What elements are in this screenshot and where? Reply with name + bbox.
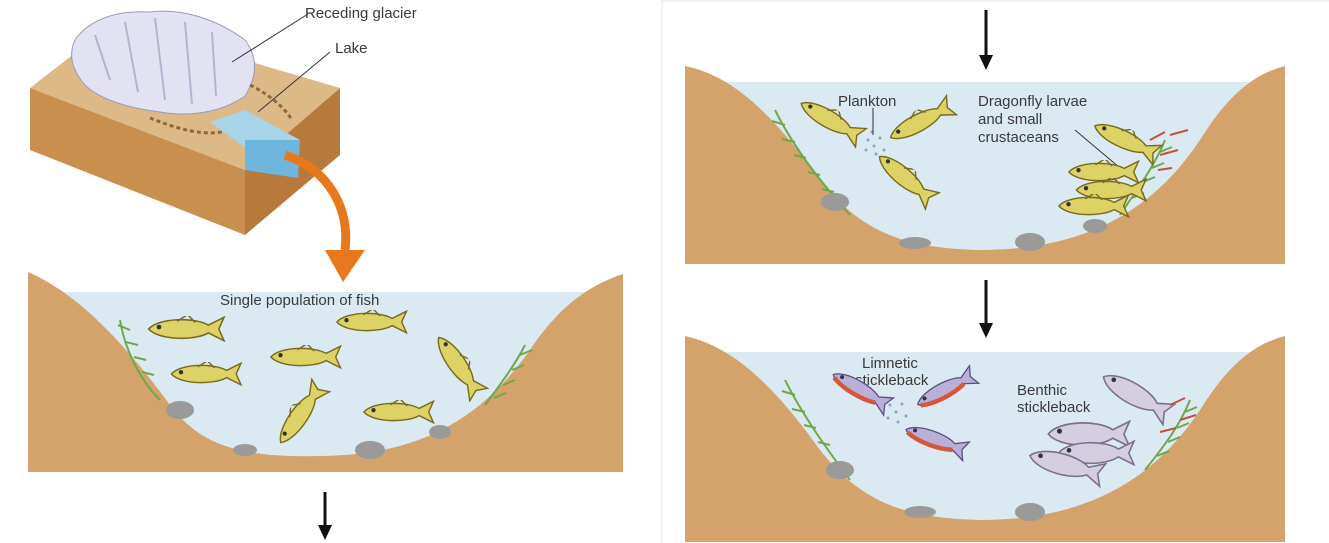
orange-arrow-head [325, 250, 365, 282]
lake-basin-earth [685, 336, 1285, 542]
down-arrow-top-right [979, 10, 993, 70]
plants-right [1119, 139, 1173, 216]
ground-front-face [30, 88, 245, 235]
down-arrow-left [318, 492, 332, 540]
plankton-label: Plankton [838, 93, 896, 110]
dragonfly-label-line2: and small [978, 111, 1042, 128]
lake-panel-resources: Plankton Dragonfly larvae and small crus… [685, 66, 1285, 264]
lake-label: Lake [335, 40, 368, 57]
rock [1015, 233, 1045, 251]
limnetic-label-line1: Limnetic [862, 355, 918, 372]
dragonfly-label-line1: Dragonfly larvae [978, 93, 1087, 110]
rock [826, 461, 854, 479]
rock [821, 193, 849, 211]
lake-panel-speciated: Limnetic stickleback Benthic stickleback [685, 336, 1285, 542]
dragonfly-label-line3: crustaceans [978, 129, 1059, 146]
rock [166, 401, 194, 419]
glacier-leader-line [231, 13, 309, 63]
plants-left [117, 319, 161, 401]
lake-basin-earth [685, 66, 1285, 264]
plants-right [1144, 399, 1198, 471]
rock [429, 425, 451, 439]
dragonfly-larvae [1159, 397, 1197, 433]
benthic-label-line2: stickleback [1017, 399, 1091, 416]
limnetic-label-line2: stickleback [855, 372, 929, 389]
glacier-landscape-block: Receding glacier Lake [30, 5, 417, 282]
rock [904, 506, 936, 518]
glacier-ice [71, 10, 255, 115]
glacier-crevasses [94, 17, 217, 105]
rock [355, 441, 385, 459]
rock [899, 237, 931, 249]
rock [233, 444, 257, 456]
plankton-specks [886, 402, 908, 424]
orange-flow-arrow [283, 150, 351, 251]
single-population-label: Single population of fish [220, 292, 379, 309]
lake-basin-earth [28, 272, 623, 472]
receding-glacier-label: Receding glacier [305, 5, 417, 22]
rock [1015, 503, 1045, 521]
lake-leader-line [257, 51, 331, 113]
plants-right [484, 344, 533, 406]
benthic-label-line1: Benthic [1017, 382, 1068, 399]
moraine-ridges [149, 83, 294, 135]
down-arrow-middle-right [979, 280, 993, 338]
dragonfly-leader-line [1074, 129, 1121, 169]
rock [1083, 219, 1107, 233]
lake-water-front [245, 140, 300, 178]
lake-panel-ancestral: Single population of fish [28, 272, 623, 472]
dragonfly-larvae [1149, 129, 1189, 171]
